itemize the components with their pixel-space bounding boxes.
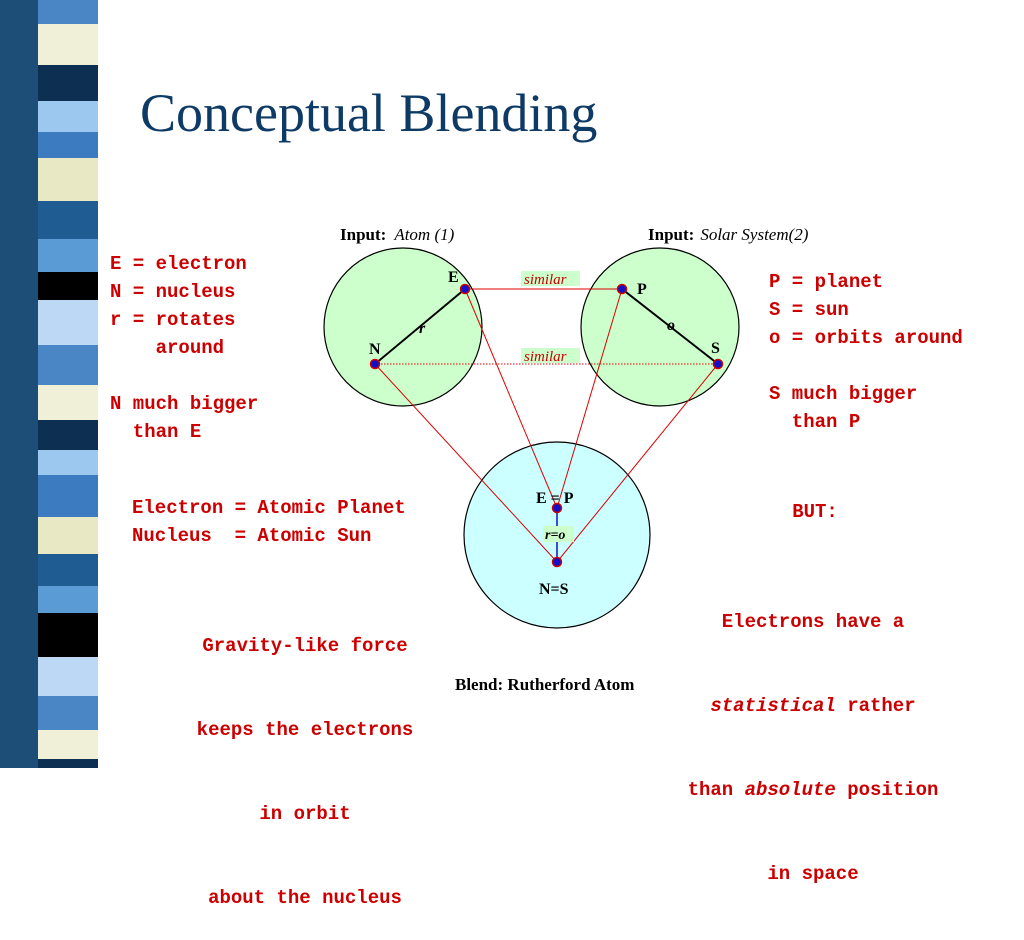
input1-heading: Input:Atom (1)	[340, 225, 455, 244]
stripe-block	[38, 132, 98, 158]
legend-line: r = rotates	[110, 309, 236, 331]
stripe-block	[38, 101, 98, 132]
stripe-block	[38, 0, 98, 24]
left-legend: E = electron N = nucleus r = rotates aro…	[110, 250, 258, 446]
similar-label-bg	[521, 271, 580, 286]
label-ro: r=o	[545, 528, 565, 543]
label-N: N	[369, 341, 381, 358]
gravity-line: about the nucleus	[208, 887, 402, 909]
legend-line: E = electron	[110, 253, 247, 275]
stripe-block	[38, 385, 98, 420]
stripe-block	[38, 450, 98, 475]
legend-line: S = sun	[769, 299, 849, 321]
gravity-line: in orbit	[259, 803, 351, 825]
ro-label-bg	[543, 526, 574, 542]
legend-line: than P	[769, 411, 861, 433]
input2-heading: Input:Solar System(2)	[648, 225, 809, 244]
label-EP: E = P	[536, 490, 574, 507]
stripe-block	[38, 239, 98, 272]
rotates-edge	[374, 288, 466, 365]
stripe-block	[38, 759, 98, 768]
label-E: E	[448, 269, 459, 286]
stripe-block	[38, 475, 98, 517]
legend-line: P = planet	[769, 271, 884, 293]
note-line: Electrons have a	[721, 611, 905, 633]
legend-line: S much bigger	[769, 383, 918, 405]
legend-line: o = orbits around	[769, 327, 963, 349]
legend-line: than E	[110, 421, 202, 443]
legend-line: N = nucleus	[110, 281, 236, 303]
node-S	[712, 358, 724, 370]
blending-diagram: Input:Atom (1) Input:Solar System(2) Ble…	[323, 225, 809, 694]
note-line: in space	[767, 863, 859, 885]
mapping-line: Nucleus = Atomic Sun	[132, 525, 372, 547]
label-o: o	[667, 317, 675, 334]
stripe-block	[38, 517, 98, 554]
stripe-block	[38, 696, 98, 730]
stripe-block	[38, 586, 98, 613]
note-line: than absolute position	[687, 779, 939, 801]
blend-heading: Blend: Rutherford Atom	[455, 675, 634, 694]
stripe-block	[38, 345, 98, 385]
note-emphasis: absolute	[744, 779, 836, 801]
node-E	[459, 283, 471, 295]
projection-line	[556, 288, 623, 509]
projection-line	[374, 363, 558, 563]
gravity-line: keeps the electrons	[196, 719, 414, 741]
note-emphasis: statistical	[710, 695, 836, 717]
right-legend: P = planet S = sun o = orbits around S m…	[769, 268, 963, 436]
legend-line: around	[110, 337, 225, 359]
stripe-block	[38, 730, 98, 759]
stripe-block	[38, 554, 98, 586]
stripe-block	[38, 65, 98, 101]
node-N	[369, 358, 381, 370]
stripe-block	[38, 420, 98, 450]
similar-label-bg	[521, 348, 580, 363]
node-P	[616, 283, 628, 295]
stripe-block	[38, 300, 98, 345]
label-P: P	[637, 281, 647, 298]
stripe-block	[38, 201, 98, 239]
node-EP	[551, 502, 563, 514]
input1-circle	[323, 247, 483, 407]
legend-line: N much bigger	[110, 393, 259, 415]
label-S: S	[711, 340, 720, 357]
projection-line	[556, 363, 719, 563]
projection-line	[464, 288, 558, 509]
label-similar-bottom: similar	[524, 349, 567, 365]
decorative-stripe-bar	[0, 0, 120, 768]
stripe-block	[38, 657, 98, 696]
mapping-line: Electron = Atomic Planet	[132, 497, 406, 519]
stripe-block	[38, 272, 98, 300]
gravity-line: Gravity-like force	[202, 635, 408, 657]
stripe-block	[38, 158, 98, 201]
mapping-text: Electron = Atomic Planet Nucleus = Atomi…	[132, 494, 406, 550]
orbits-edge	[621, 288, 719, 365]
stripe-block	[38, 613, 98, 657]
node-NS	[551, 556, 563, 568]
but-label: BUT:	[792, 501, 838, 523]
label-similar-top: similar	[524, 272, 567, 288]
label-NS: N=S	[539, 581, 569, 598]
slide-title: Conceptual Blending	[140, 83, 598, 143]
note-line: statistical rather	[710, 695, 916, 717]
label-r: r	[419, 320, 426, 337]
stripe-block	[38, 24, 98, 65]
input2-circle	[580, 247, 740, 407]
